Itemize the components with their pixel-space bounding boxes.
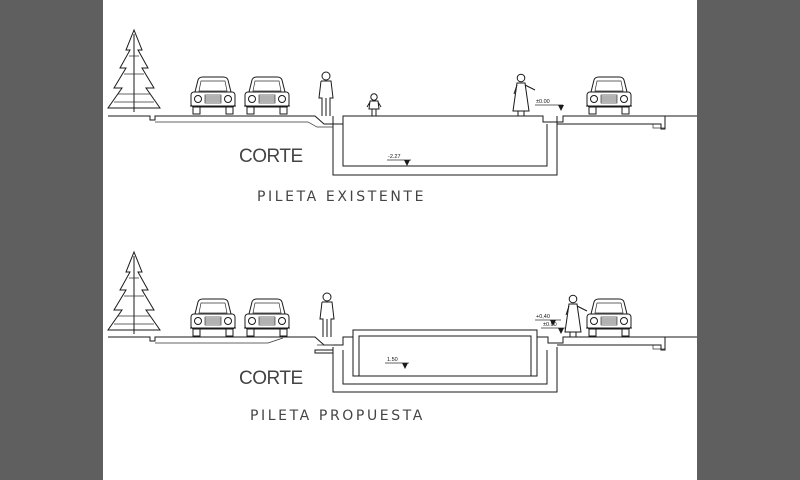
level-mark-bottom: -2.27 [387, 154, 411, 166]
level-label: ±0.00 [536, 99, 550, 105]
drawing-sheet: ±0.00 -2.27 CORTE PILETA EXISTENTE [103, 0, 697, 480]
car-icon [585, 298, 633, 337]
person-icon [564, 294, 588, 338]
level-label: -2.27 [388, 154, 401, 160]
tree-icon [107, 251, 161, 335]
tree-icon [107, 29, 161, 113]
person-icon [318, 71, 334, 117]
level-mark-top: +0,40 [535, 314, 561, 326]
car-icon [243, 76, 291, 115]
level-mark-ground: ±0.00 [535, 99, 564, 111]
person-icon [512, 73, 536, 117]
level-mark-ground: ±0.00 [541, 322, 565, 334]
section-drawing: ±0.00 -2.27 CORTE PILETA EXISTENTE [107, 29, 697, 424]
section-existing: ±0.00 -2.27 CORTE PILETA EXISTENTE [107, 29, 697, 205]
level-label: +0,40 [536, 314, 550, 320]
car-icon [585, 76, 633, 115]
section-proposed: +0,40 ±0.00 1.50 CORTE PILETA PROPUESTA [107, 251, 697, 424]
car-icon [189, 298, 237, 337]
level-mark-bottom: 1.50 [385, 357, 409, 369]
person-icon [319, 292, 335, 338]
corte-label: CORTE [239, 368, 303, 389]
car-icon [243, 298, 291, 337]
corte-label: CORTE [239, 146, 303, 167]
child-icon [366, 93, 382, 117]
level-label: 1.50 [387, 357, 398, 363]
section-title: PILETA EXISTENTE [257, 189, 426, 205]
section-title: PILETA PROPUESTA [250, 408, 425, 424]
level-label: ±0.00 [543, 322, 557, 328]
car-icon [189, 76, 237, 115]
